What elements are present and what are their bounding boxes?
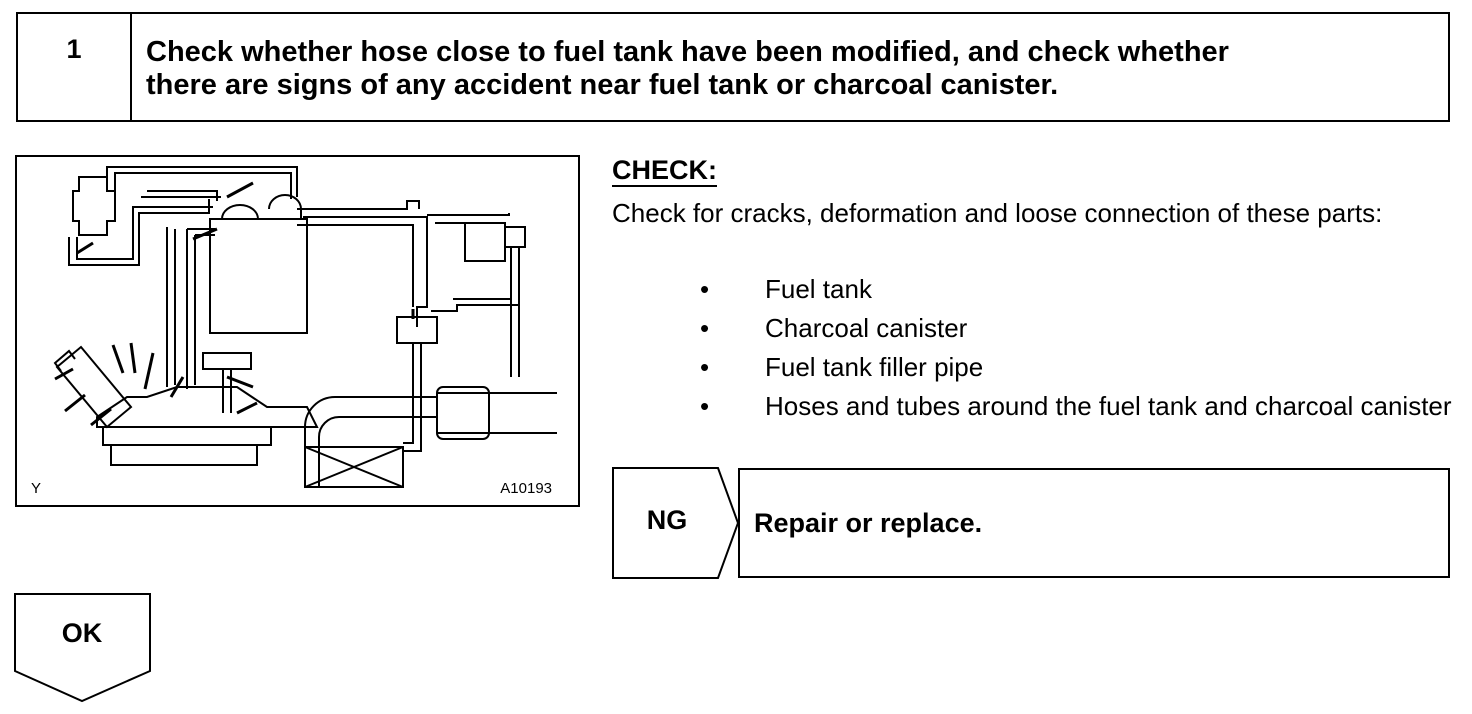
ok-arrow [14,593,151,703]
bullet: • [700,391,710,421]
check-intro: Check for cracks, deformation and loose … [612,198,1383,228]
fuel-system-illustration: Y A10193 [15,155,580,507]
part-label: Fuel tank [765,274,872,304]
figure-code-left: Y [31,480,42,497]
part-label: Hoses and tubes around the fuel tank and… [765,391,1452,421]
step-number: 1 [18,14,132,120]
step-title: Check whether hose close to fuel tank ha… [132,14,1448,120]
ng-label: NG [646,505,688,535]
list-item: • Hoses and tubes around the fuel tank an… [690,387,1460,426]
parts-list: • Fuel tank • Charcoal canister • Fuel tank… [690,270,1460,426]
bullet: • [700,313,710,343]
ng-action-box: Repair or replace. [738,468,1450,578]
list-item: • Fuel tank filler pipe [690,348,1460,387]
filter-box [304,446,404,488]
bullet: • [700,274,710,304]
ng-action-text: Repair or replace. [754,508,983,538]
figure-code: A10193 [500,480,552,497]
ng-arrow-tag [612,467,740,579]
bullet: • [700,352,710,382]
filler-pipe-shape [55,345,133,429]
step-header: 1 Check whether hose close to fuel tank … [16,12,1450,122]
part-label: Charcoal canister [765,313,968,343]
check-heading: CHECK: [612,155,717,187]
hose-left [68,199,210,266]
fuel-system-drawing [53,166,557,488]
ok-label: OK [61,618,103,648]
valve-shape [72,176,116,236]
list-item: • Fuel tank [690,270,1460,309]
t-connector-shape [396,316,438,344]
hose-top [106,166,298,197]
indicator-arrows [54,181,415,427]
step-title-line-2: there are signs of any accident near fue… [146,69,1059,101]
hose-right [303,216,428,327]
list-item: • Charcoal canister [690,309,1460,348]
step-title-line-1: Check whether hose close to fuel tank ha… [146,36,1229,68]
canister-shape [209,218,308,334]
part-label: Fuel tank filler pipe [765,352,984,382]
